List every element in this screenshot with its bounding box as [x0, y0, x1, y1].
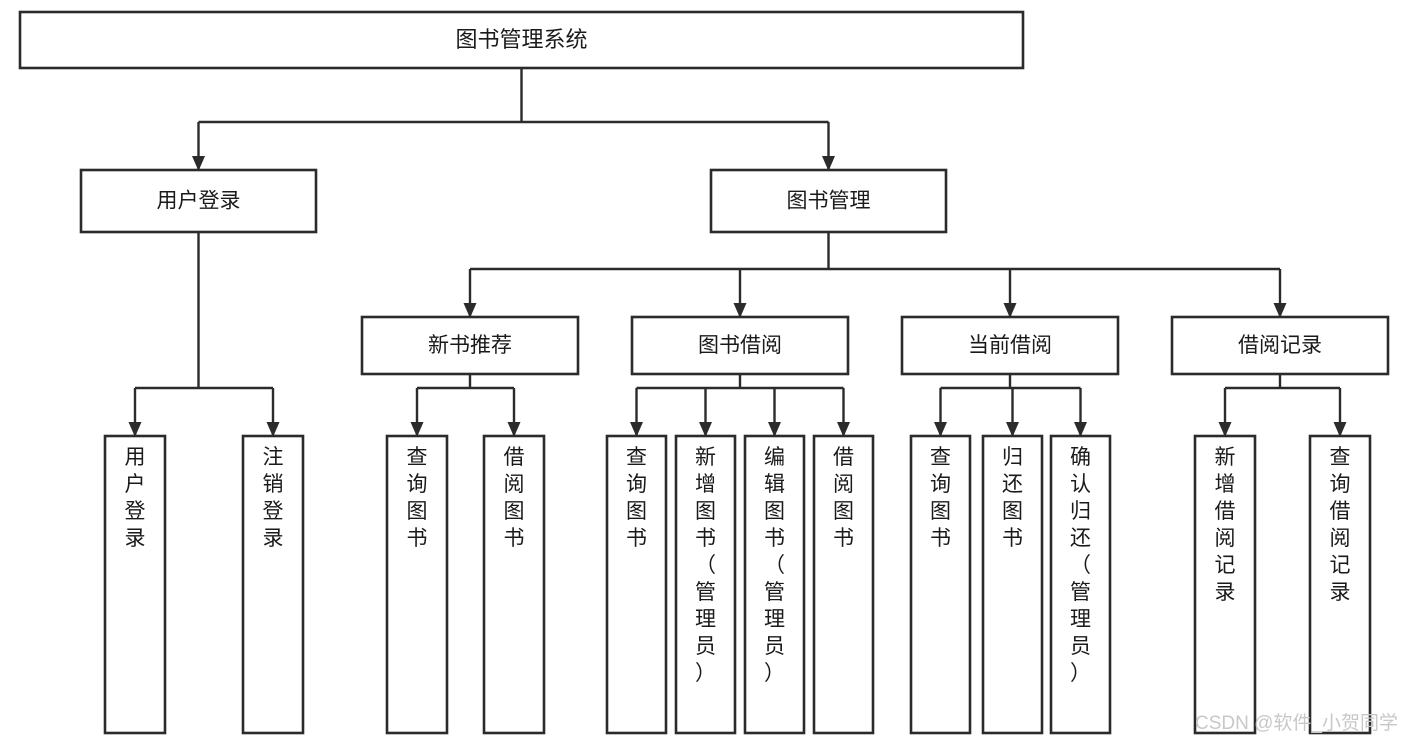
node-leaf-query-book-current[interactable]: 查询图书: [909, 434, 972, 735]
node-box-leaf-query-book-recommend: [385, 434, 449, 735]
node-layer: 图书管理系统用户登录图书管理新书推荐图书借阅当前借阅借阅记录用户登录注销登录查询…: [18, 10, 1390, 735]
node-leaf-query-book-recommend[interactable]: 查询图书: [385, 434, 449, 735]
arrow-head: [630, 422, 643, 437]
node-label-user-login: 用户登录: [157, 190, 241, 213]
node-leaf-add-book[interactable]: 新增图书（管理员）: [674, 434, 737, 735]
node-label-leaf-query-book-borrow: 查询图书: [626, 446, 647, 550]
arrow-head: [733, 303, 747, 318]
connector-group-borrow-record: [1218, 374, 1347, 437]
arrow-head: [1074, 422, 1087, 437]
arrow-head: [1273, 303, 1287, 318]
node-label-leaf-add-book: 新增图书（管理员）: [695, 446, 716, 685]
node-box-user-login: [79, 168, 318, 234]
node-new-book-recommend[interactable]: 新书推荐: [360, 315, 580, 376]
node-label-book-borrow: 图书借阅: [698, 334, 782, 357]
node-box-leaf-add-borrow-record: [1193, 434, 1257, 735]
node-label-leaf-query-book-current: 查询图书: [930, 446, 951, 550]
node-box-leaf-confirm-return: [1049, 434, 1112, 735]
node-box-borrow-record: [1170, 315, 1390, 376]
arrow-head: [837, 422, 850, 437]
node-label-current-borrow: 当前借阅: [968, 334, 1052, 357]
arrow-head: [266, 422, 280, 437]
node-leaf-borrow-book[interactable]: 借阅图书: [812, 434, 875, 735]
node-box-leaf-logout: [241, 434, 305, 735]
connector-group-new-book-recommend: [410, 374, 521, 437]
node-book-borrow[interactable]: 图书借阅: [630, 315, 850, 376]
arrow-head: [1006, 422, 1019, 437]
node-box-book-manage: [709, 168, 948, 234]
node-label-leaf-return-book: 归还图书: [1002, 446, 1023, 550]
node-box-leaf-user-login: [103, 434, 167, 735]
arrow-head: [699, 422, 712, 437]
node-box-new-book-recommend: [360, 315, 580, 376]
arrow-head: [934, 422, 947, 437]
node-label-leaf-edit-book: 编辑图书（管理员）: [764, 446, 785, 685]
arrow-head: [128, 422, 142, 437]
node-box-current-borrow: [900, 315, 1120, 376]
connector-group-book-manage: [463, 232, 1287, 318]
arrow-head: [822, 156, 835, 171]
node-box-root: [18, 10, 1025, 70]
node-label-book-manage: 图书管理: [787, 190, 871, 213]
connector-layer: [128, 68, 1347, 437]
node-box-leaf-query-book-borrow: [605, 434, 668, 735]
node-label-leaf-add-borrow-record: 新增借阅记录: [1215, 446, 1236, 604]
node-book-manage[interactable]: 图书管理: [709, 168, 948, 234]
node-label-root: 图书管理系统: [455, 27, 587, 52]
node-label-leaf-borrow-book: 借阅图书: [833, 446, 854, 550]
node-borrow-record[interactable]: 借阅记录: [1170, 315, 1390, 376]
node-box-book-borrow: [630, 315, 850, 376]
node-current-borrow[interactable]: 当前借阅: [900, 315, 1120, 376]
node-label-leaf-confirm-return: 确认归还（管理员）: [1070, 446, 1091, 685]
arrow-head: [768, 422, 781, 437]
node-leaf-query-borrow-record[interactable]: 查询借阅记录: [1308, 434, 1372, 735]
connector-group-user-login: [128, 232, 280, 437]
node-leaf-return-book[interactable]: 归还图书: [981, 434, 1044, 735]
node-leaf-confirm-return[interactable]: 确认归还（管理员）: [1049, 434, 1112, 735]
node-leaf-edit-book[interactable]: 编辑图书（管理员）: [743, 434, 806, 735]
node-leaf-user-login[interactable]: 用户登录: [103, 434, 167, 735]
node-root[interactable]: 图书管理系统: [18, 10, 1025, 70]
node-box-leaf-add-book: [674, 434, 737, 735]
node-box-leaf-borrow-book-recommend: [482, 434, 546, 735]
node-leaf-borrow-book-recommend[interactable]: 借阅图书: [482, 434, 546, 735]
connector-group-root: [192, 68, 835, 171]
connector-group-current-borrow: [934, 374, 1087, 437]
node-box-leaf-borrow-book: [812, 434, 875, 735]
arrow-head: [1333, 422, 1347, 437]
node-label-leaf-user-login: 用户登录: [125, 446, 146, 550]
node-leaf-add-borrow-record[interactable]: 新增借阅记录: [1193, 434, 1257, 735]
arrow-head: [507, 422, 521, 437]
node-label-borrow-record: 借阅记录: [1238, 334, 1322, 357]
node-label-leaf-query-borrow-record: 查询借阅记录: [1330, 446, 1351, 604]
node-leaf-query-book-borrow[interactable]: 查询图书: [605, 434, 668, 735]
node-leaf-logout[interactable]: 注销登录: [241, 434, 305, 735]
node-label-leaf-query-book-recommend: 查询图书: [407, 446, 428, 550]
arrow-head: [410, 422, 424, 437]
node-label-leaf-logout: 注销登录: [263, 446, 284, 550]
arrow-head: [1218, 422, 1232, 437]
node-box-leaf-query-book-current: [909, 434, 972, 735]
node-box-leaf-edit-book: [743, 434, 806, 735]
node-label-leaf-borrow-book-recommend: 借阅图书: [504, 446, 525, 550]
arrow-head: [463, 303, 477, 318]
arrow-head: [1003, 303, 1017, 318]
node-user-login[interactable]: 用户登录: [79, 168, 318, 234]
node-box-leaf-return-book: [981, 434, 1044, 735]
csdn-watermark: CSDN @软件_小贺同学: [1195, 712, 1398, 734]
connector-group-book-borrow: [630, 374, 850, 437]
node-label-new-book-recommend: 新书推荐: [428, 334, 512, 357]
node-box-leaf-query-borrow-record: [1308, 434, 1372, 735]
arrow-head: [192, 156, 205, 171]
